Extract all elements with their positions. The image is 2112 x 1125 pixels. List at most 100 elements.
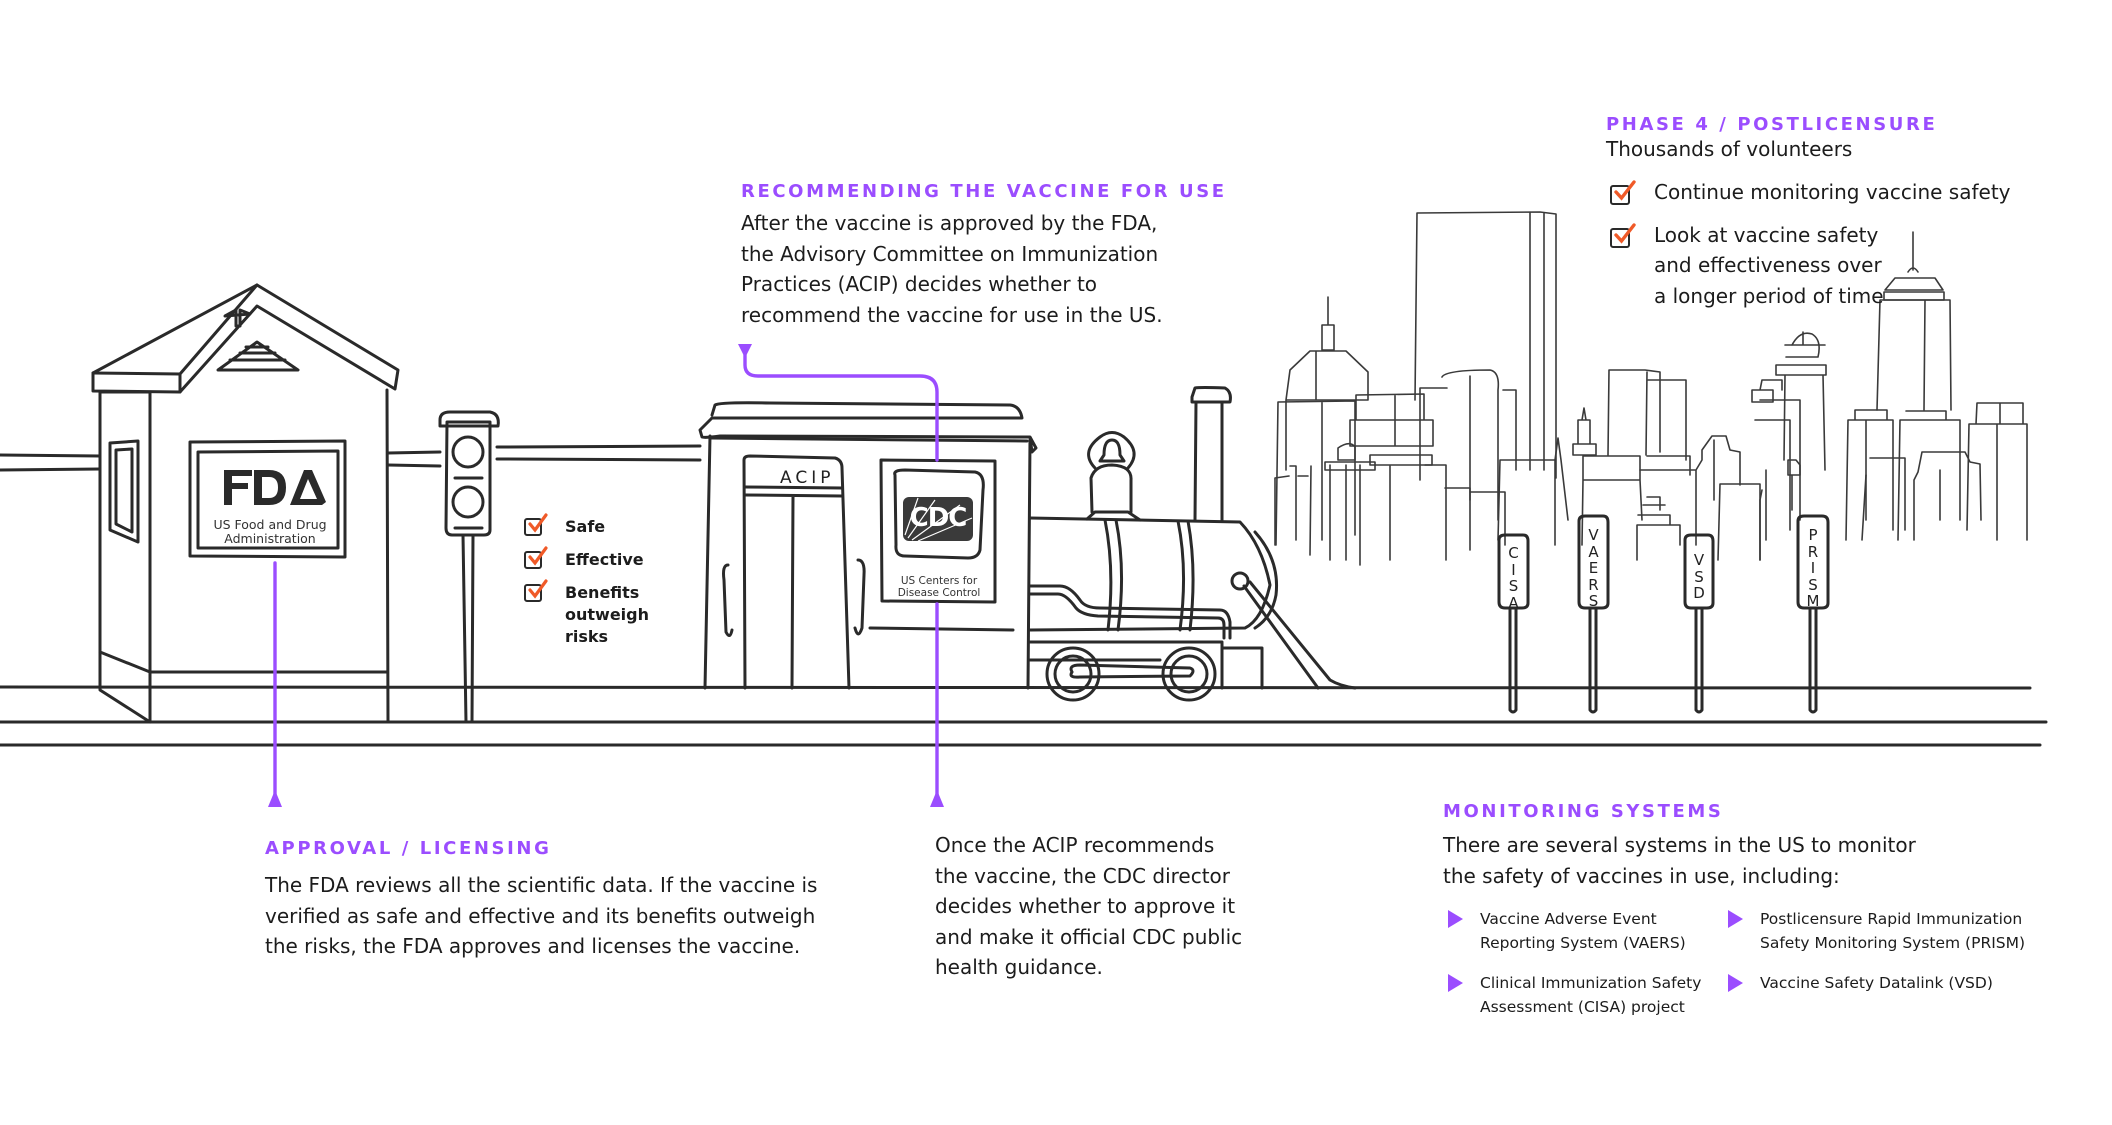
sign-letter: R [1588, 575, 1599, 594]
connector-cdc [930, 602, 944, 807]
sign-cisa: C I S A [1499, 545, 1528, 611]
text-line: Vaccine Safety Datalink (VSD) [1760, 974, 1993, 992]
sign-prism: P R I S M [1798, 527, 1828, 610]
fence [0, 444, 702, 472]
text-line: the vaccine, the CDC director [935, 863, 1231, 888]
sign-letter: A [1588, 542, 1599, 561]
locomotive [1028, 386, 1357, 702]
play-triangle-icon [1728, 910, 1743, 928]
check-item-effective: Effective [524, 546, 649, 571]
cdc-sign-line: Disease Control [897, 587, 981, 599]
connector-acip [738, 344, 939, 462]
check-label: Look at vaccine safety [1654, 222, 1879, 247]
check-label: Effective [565, 550, 644, 569]
sign-letter: P [1808, 526, 1818, 544]
text-line: verified as safe and effective and its b… [265, 903, 816, 928]
text-line: and make it official CDC public [935, 924, 1243, 949]
sign-letter: S [1588, 592, 1599, 610]
connector-fda [268, 561, 282, 807]
text-line: Safety Monitoring System (PRISM) [1760, 934, 2026, 952]
text-line: Thousands of volunteers [1606, 137, 1853, 161]
play-triangle-icon [1728, 974, 1743, 992]
text-line: Practices (ACIP) decides whether to [741, 272, 1098, 296]
text-line: the safety of vaccines in use, including… [1443, 863, 1840, 888]
check-label: a longer period of time [1654, 283, 1884, 308]
check-label: Safe [565, 517, 606, 536]
checkbox-checked-icon [524, 513, 548, 536]
acip-door-label: ACIP [780, 468, 835, 488]
sign-letter: V [1588, 526, 1599, 544]
sign-letter: S [1508, 577, 1519, 595]
sign-letter: S [1808, 575, 1818, 594]
text-line: Once the ACIP recommends [935, 833, 1215, 857]
sign-letter: A [1508, 593, 1519, 612]
cdc-sign-line: US Centers for [900, 575, 978, 587]
system-vsd: Vaccine Safety Datalink (VSD) [1724, 971, 2014, 1019]
check-label: and effectiveness over [1654, 253, 1882, 277]
approval-heading: APPROVAL / LICENSING [265, 838, 552, 859]
checkbox-checked-icon [1610, 180, 1636, 205]
text-line: Clinical Immunization Safety [1480, 974, 1702, 992]
check-item-long-term: Look at vaccine safety and effectiveness… [1610, 220, 2011, 312]
text-line: There are several systems in the US to m… [1443, 833, 1916, 857]
sign-letter: C [1508, 544, 1519, 562]
checkbox-checked-icon [1610, 222, 1636, 248]
fda-logo [224, 470, 326, 505]
fda-sign-text: US Food and Drug Administration [200, 518, 340, 546]
cdc-logo [903, 497, 973, 542]
sign-letter: I [1810, 559, 1816, 577]
text-line: After the vaccine is approved by the FDA… [741, 211, 1158, 235]
sign-letter: R [1807, 542, 1819, 561]
text-line: health guidance. [935, 955, 1103, 979]
phase4-heading: PHASE 4 / POSTLICENSURE [1606, 114, 1938, 135]
recommending-heading: RECOMMENDING THE VACCINE FOR USE [741, 181, 1227, 202]
sign-letter: E [1588, 559, 1599, 577]
check-label: risks [565, 627, 609, 646]
check-label: Benefits [565, 583, 640, 602]
city-skyline [1274, 211, 2028, 566]
sign-vaers: V A E R S [1579, 527, 1608, 610]
text-line: the Advisory Committee on Immunization [741, 241, 1159, 266]
fda-sign-line: US Food and Drug [213, 517, 327, 532]
text-line: decides whether to approve it [935, 894, 1236, 918]
criteria-checklist: Safe Effective Benefits outweigh risks [524, 513, 649, 659]
sign-vsd: V S D [1685, 552, 1713, 602]
monitoring-heading: MONITORING SYSTEMS [1443, 801, 1724, 822]
sign-letter: D [1693, 584, 1705, 602]
check-item-monitoring: Continue monitoring vaccine safety [1610, 177, 2011, 208]
phase4-subtitle: Thousands of volunteers [1606, 134, 1852, 165]
text-line: The FDA reviews all the scientific data.… [265, 873, 818, 897]
play-triangle-icon [1448, 974, 1463, 992]
cdc-logo-text: CDC [909, 503, 968, 533]
text-line: Postlicensure Rapid Immunization [1760, 910, 2023, 928]
check-label: outweigh [565, 605, 649, 624]
text-line: recommend the vaccine for use in the US. [741, 302, 1163, 327]
sign-letter: S [1694, 567, 1704, 586]
phase4-checklist: Continue monitoring vaccine safety Look … [1610, 177, 2011, 323]
monitoring-text: There are several systems in the US to m… [1443, 830, 1916, 891]
text-line: Assessment (CISA) project [1480, 998, 1685, 1016]
check-label: Continue monitoring vaccine safety [1654, 180, 2011, 204]
recommending-text: After the vaccine is approved by the FDA… [741, 208, 1163, 330]
fda-sign-line: Administration [224, 531, 316, 546]
ground-lines [0, 685, 2048, 747]
approval-text: The FDA reviews all the scientific data.… [265, 870, 817, 962]
cdc-sign-text: US Centers for Disease Control [883, 575, 995, 599]
cdc-step-text: Once the ACIP recommends the vaccine, th… [935, 830, 1242, 983]
checkbox-checked-icon [524, 546, 548, 569]
sign-letter: M [1806, 592, 1820, 610]
sign-letter: I [1511, 560, 1516, 579]
check-item-safe: Safe [524, 513, 649, 538]
traffic-light [438, 410, 500, 724]
fda-booth [91, 283, 400, 724]
acip-cdc-building [698, 401, 1038, 690]
text-line: Vaccine Adverse Event [1480, 910, 1657, 928]
play-triangle-icon [1448, 910, 1463, 928]
check-item-benefits: Benefits outweigh risks [524, 579, 649, 648]
